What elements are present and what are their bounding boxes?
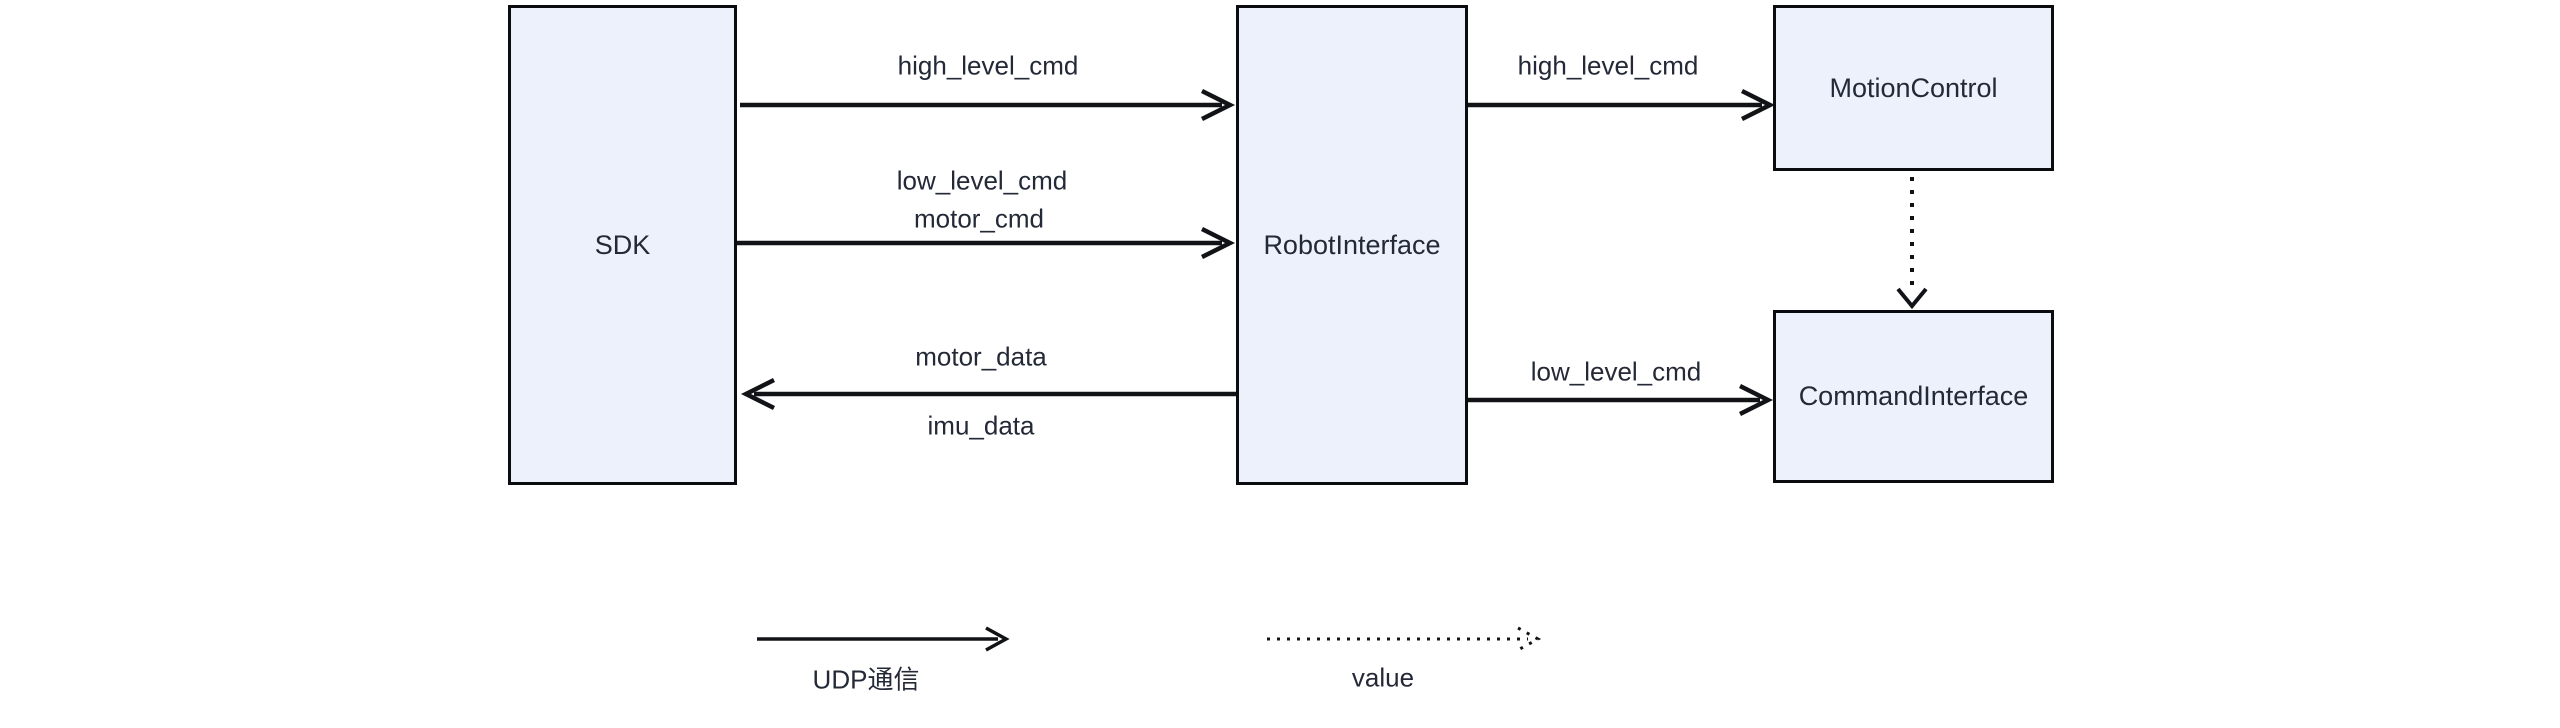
node-commandinterface: CommandInterface (1773, 310, 2054, 483)
legend-dotted-arrow (1267, 626, 1542, 652)
edge-label-motor-cmd: motor_cmd (913, 203, 1045, 234)
node-robotinterface-label: RobotInterface (1263, 229, 1441, 260)
arrow-sdk-to-robotinterface-high (740, 88, 1236, 122)
node-robotinterface: RobotInterface (1236, 5, 1468, 485)
arrow-robotinterface-to-commandinterface (1468, 383, 1774, 417)
legend-solid-arrow (757, 626, 1010, 652)
edge-label-motor-data: motor_data (915, 341, 1047, 372)
edge-label-high-level-cmd-right: high_level_cmd (1517, 50, 1699, 81)
edge-label-low-level-cmd-left: low_level_cmd (896, 165, 1068, 196)
legend-udp-label: UDP通信 (812, 664, 920, 695)
node-sdk-label: SDK (594, 229, 651, 260)
node-motioncontrol: MotionControl (1773, 5, 2054, 171)
arrow-motioncontrol-to-commandinterface-dotted (1896, 177, 1928, 310)
edge-label-high-level-cmd-left: high_level_cmd (897, 50, 1079, 81)
node-sdk: SDK (508, 5, 737, 485)
edge-label-imu-data: imu_data (927, 410, 1035, 441)
arrow-robotinterface-to-motioncontrol (1468, 88, 1776, 122)
legend-value-label: value (1351, 662, 1415, 693)
edge-label-low-level-cmd-right: low_level_cmd (1530, 356, 1702, 387)
arrow-robotinterface-to-sdk-data (740, 377, 1236, 411)
arrow-sdk-to-robotinterface-low (737, 226, 1236, 260)
node-motioncontrol-label: MotionControl (1829, 72, 1998, 103)
node-commandinterface-label: CommandInterface (1798, 381, 2029, 411)
